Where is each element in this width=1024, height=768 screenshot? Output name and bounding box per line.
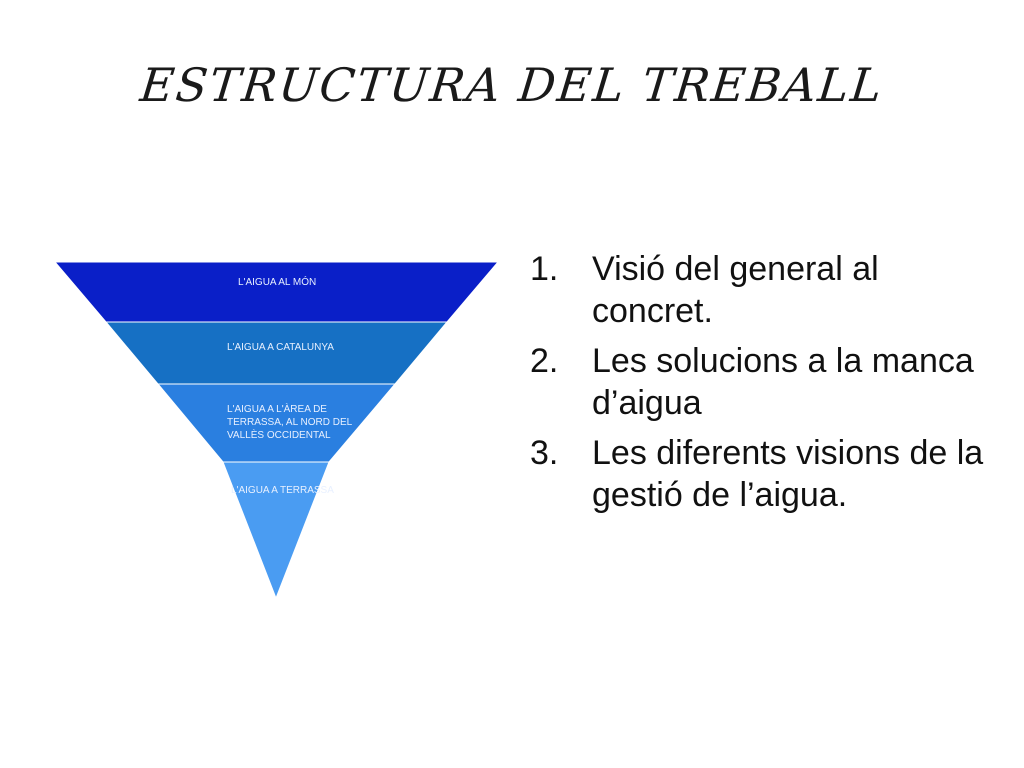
pyramid-svg (53, 261, 500, 600)
list-item-text: Les diferents visions de la gestió de l’… (592, 434, 984, 514)
list-item-number: 3. (530, 434, 559, 472)
pyramid-layer-world (53, 261, 500, 323)
list-item: 3. Les diferents visions de la gestió de… (530, 432, 1000, 516)
pyramid-label-terrassa: L'AIGUA A TERRASSA (231, 485, 334, 496)
content-list: 1. Visió del general al concret. 2. Les … (530, 248, 1000, 524)
pyramid-label-catalonia: L'AIGUA A CATALUNYA (227, 342, 334, 353)
list-item-number: 2. (530, 342, 559, 380)
pyramid-label-terrassa-area: L'AIGUA A L'ÀREA DE TERRASSA, AL NORD DE… (227, 404, 353, 441)
slide-title: ESTRUCTURA DEL TREBALL (137, 58, 887, 112)
inverted-pyramid-diagram: L'AIGUA AL MÓN L'AIGUA A CATALUNYA L'AIG… (53, 260, 500, 600)
pyramid-layer-terrassa (222, 461, 330, 600)
list-item: 1. Visió del general al concret. (530, 248, 1000, 332)
list-item: 2. Les solucions a la manca d’aigua (530, 340, 1000, 424)
list-item-text: Visió del general al concret. (592, 250, 879, 330)
list-item-number: 1. (530, 250, 559, 288)
list-item-text: Les solucions a la manca d’aigua (592, 342, 974, 422)
pyramid-label-world: L'AIGUA AL MÓN (238, 277, 317, 288)
